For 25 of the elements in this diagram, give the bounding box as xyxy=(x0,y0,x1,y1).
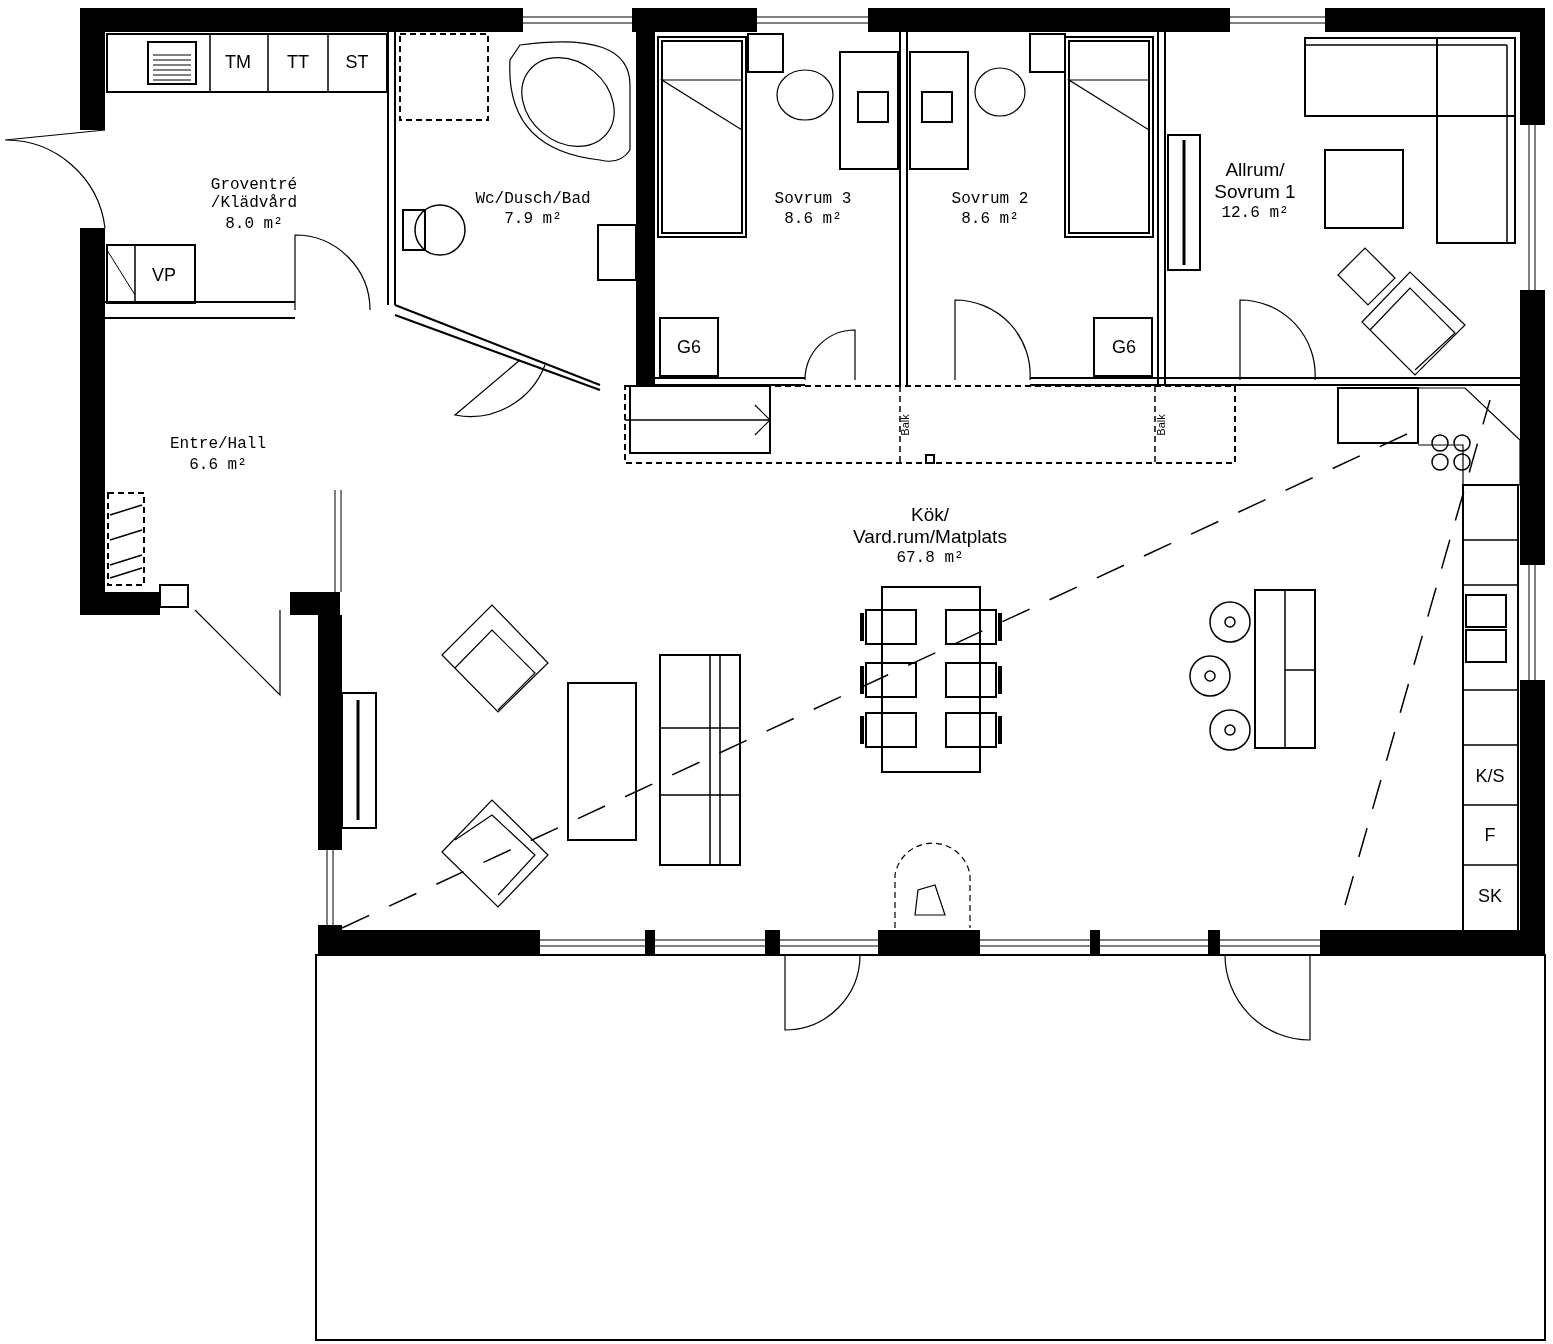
appliance-label: F xyxy=(1484,824,1496,846)
room-name: Kök/ Vard.rum/Matplats xyxy=(852,504,1008,548)
beam-label: Balk xyxy=(1154,414,1168,436)
room-area: 67.8 m² xyxy=(896,548,964,568)
appliance-label: SK xyxy=(1478,885,1502,907)
room-name: Sovrum 3 xyxy=(774,189,852,209)
appliance-label: K/S xyxy=(1475,765,1505,787)
appliance-label: TM xyxy=(225,51,251,73)
beam-label: Balk xyxy=(898,414,912,436)
room-name: Groventré /Klädvård xyxy=(209,175,299,213)
appliance-label: G6 xyxy=(677,336,701,358)
room-name: Sovrum 2 xyxy=(951,189,1029,209)
room-area: 6.6 m² xyxy=(189,455,247,475)
appliance-label: VP xyxy=(152,264,176,286)
room-name: Allrum/ Sovrum 1 xyxy=(1213,159,1297,203)
appliance-label: G6 xyxy=(1112,336,1136,358)
appliance-label: ST xyxy=(345,51,369,73)
room-area: 12.6 m² xyxy=(1221,203,1289,223)
room-area: 7.9 m² xyxy=(504,209,562,229)
room-area: 8.6 m² xyxy=(961,209,1019,229)
room-name: Entre/Hall xyxy=(170,434,266,454)
appliance-label: TT xyxy=(287,51,309,73)
room-name: Wc/Dusch/Bad xyxy=(475,189,591,209)
room-area: 8.6 m² xyxy=(784,209,842,229)
room-area: 8.0 m² xyxy=(225,214,283,234)
